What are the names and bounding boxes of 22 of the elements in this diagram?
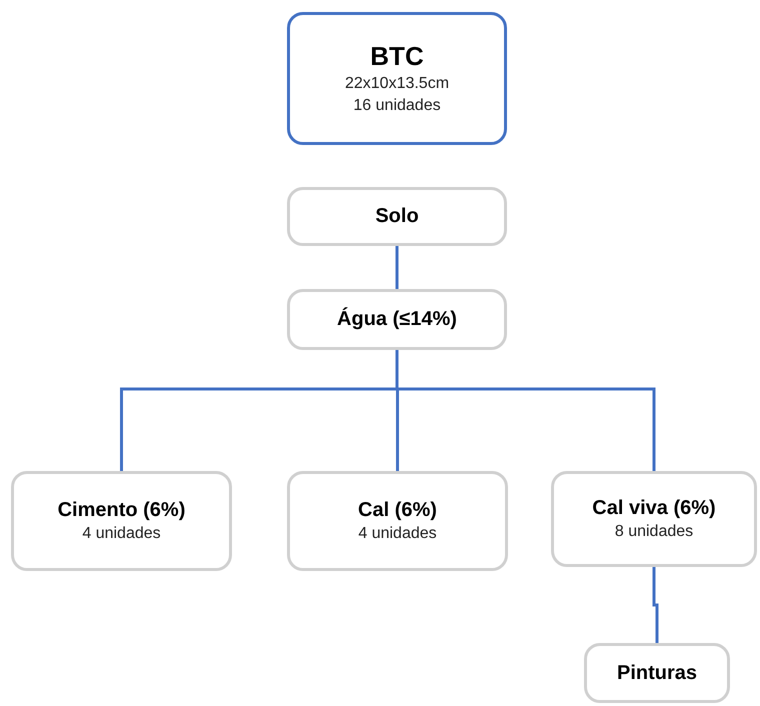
process-box [287, 289, 507, 350]
process-box [287, 187, 507, 246]
process-box [11, 471, 232, 571]
process-box [287, 12, 507, 145]
node-title: Cimento (6%) [58, 498, 186, 522]
node-title: Solo [375, 204, 419, 229]
node-title: Cal (6%) [358, 498, 437, 522]
connector-line [652, 567, 658, 643]
node-title: Cal viva (6%) [592, 496, 716, 520]
node-detail: 8 unidades [614, 522, 694, 542]
node-detail: 4 unidades [358, 524, 437, 544]
node-title: Água (≤14%) [337, 307, 457, 332]
process-box [287, 471, 508, 571]
node-detail: 16 unidades [353, 96, 441, 116]
node-detail: 22x10x13.5cm [344, 74, 450, 94]
process-box [584, 643, 730, 703]
connector-line [396, 246, 398, 289]
node-title: BTC [370, 40, 424, 73]
process-box [551, 471, 757, 567]
node-title: Pinturas [616, 660, 698, 686]
connector-line [396, 350, 656, 471]
node-detail: 4 unidades [82, 524, 161, 544]
